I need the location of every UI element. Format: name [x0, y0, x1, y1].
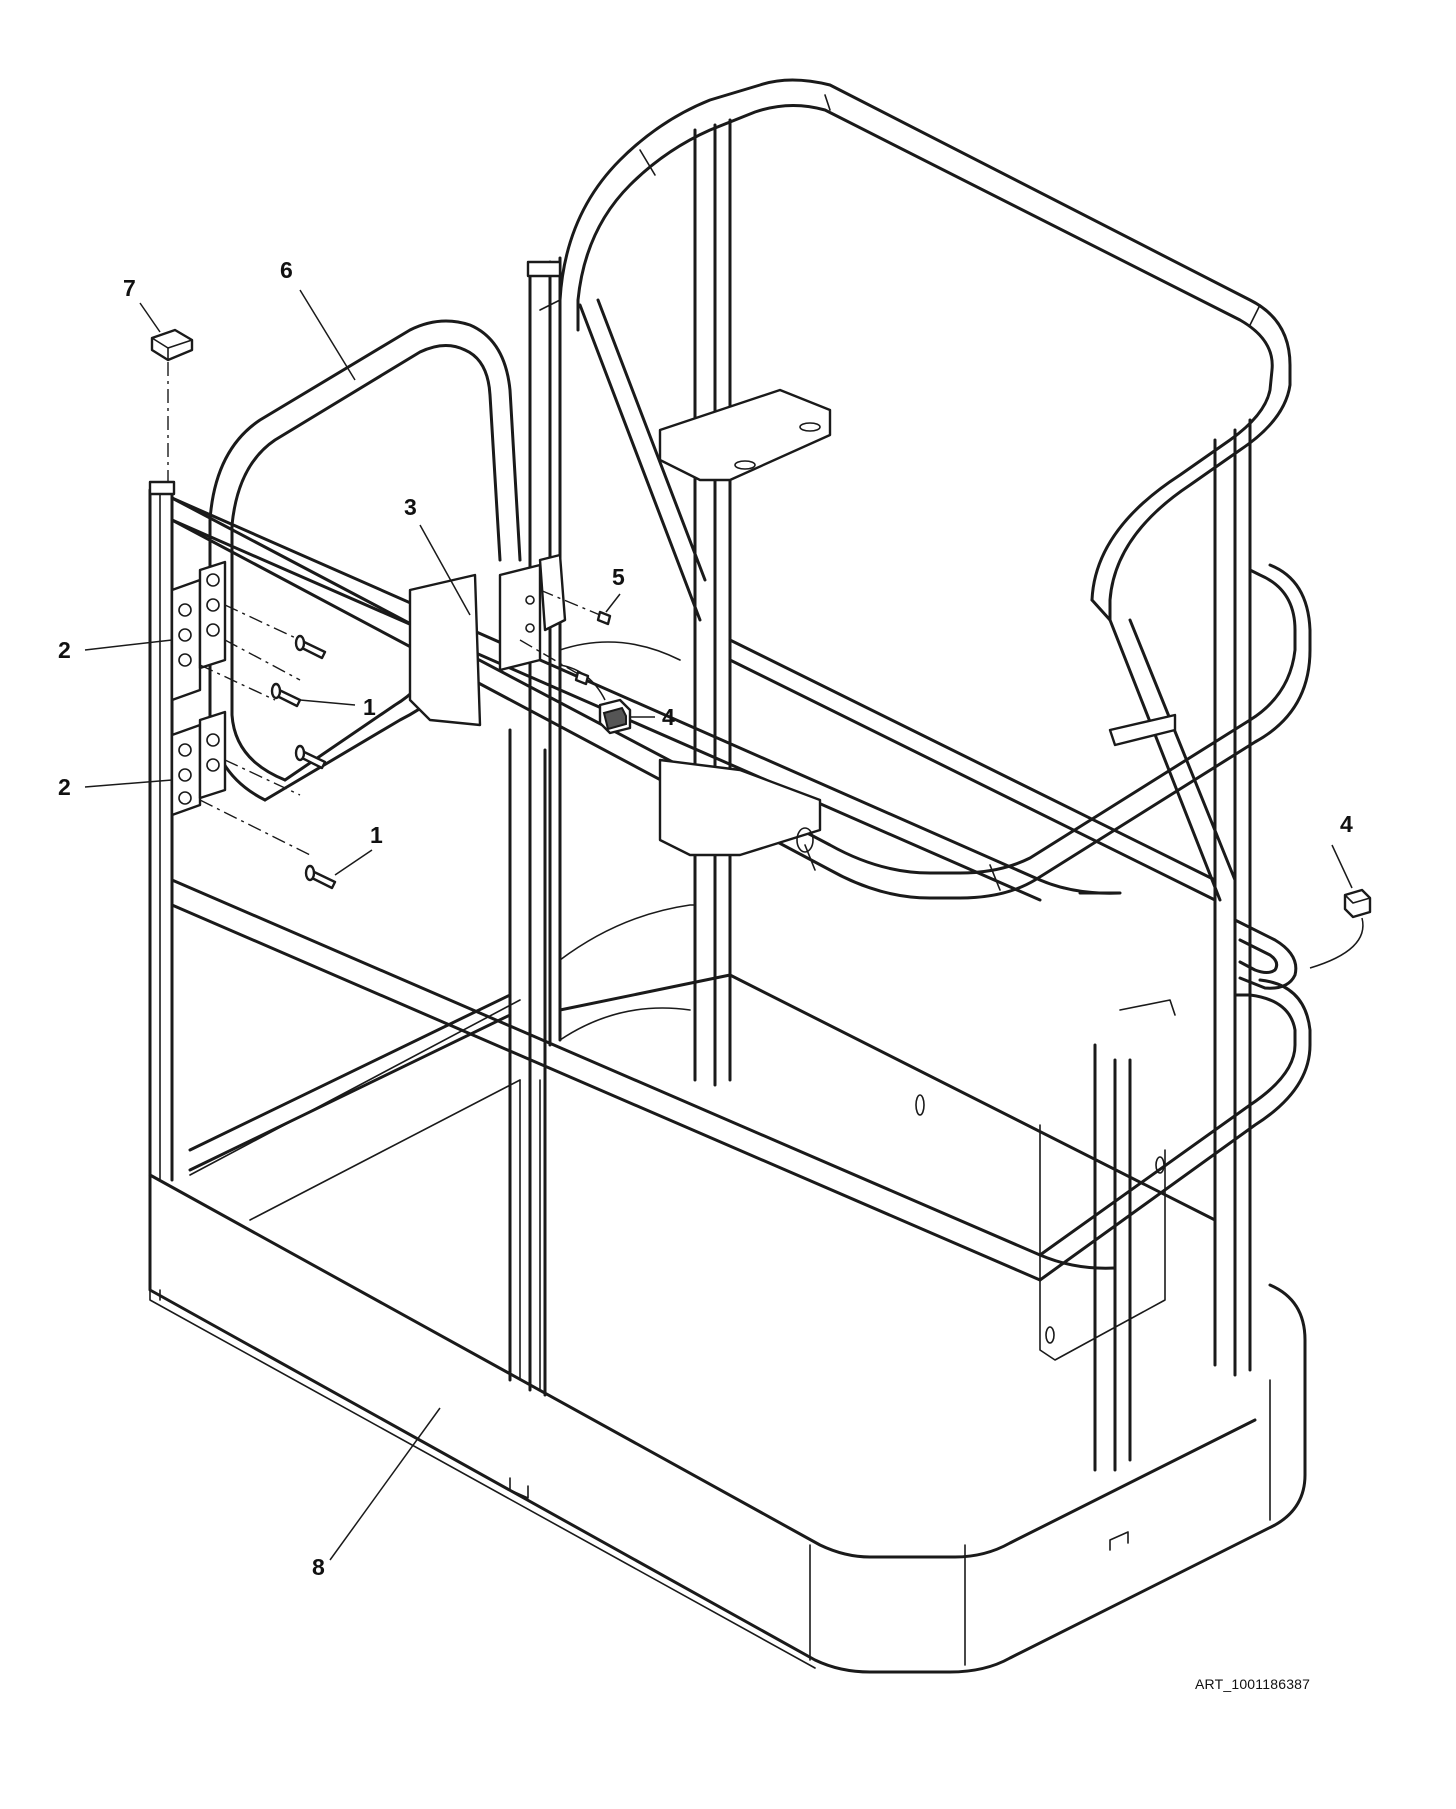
square-cap-center	[559, 664, 632, 735]
svg-text:2: 2	[58, 637, 71, 663]
svg-text:1: 1	[370, 822, 383, 848]
hinge-upper	[170, 560, 227, 702]
svg-text:7: 7	[123, 275, 136, 301]
gate	[208, 319, 522, 802]
art-number: ART_1001186387	[1195, 1676, 1311, 1692]
callout-1-upper: 1	[299, 694, 376, 720]
svg-text:4: 4	[1340, 811, 1353, 837]
callout-1-lower: 1	[334, 822, 383, 876]
bolts	[199, 604, 337, 890]
callout-6: 5	[605, 564, 625, 613]
gate-latch-bracket	[408, 553, 567, 727]
svg-text:6: 6	[280, 257, 293, 283]
screw	[519, 589, 612, 686]
svg-text:5: 5	[612, 564, 625, 590]
platform-basket	[148, 999, 1307, 1674]
callout-8: 8	[312, 1407, 441, 1580]
hinge-lower	[170, 710, 227, 817]
bolt	[304, 864, 337, 890]
square-cap-right	[1309, 888, 1372, 969]
svg-text:2: 2	[58, 774, 71, 800]
svg-text:4: 4	[662, 704, 675, 730]
bolt	[294, 744, 327, 770]
bolt	[294, 634, 327, 660]
bolt	[270, 682, 302, 708]
post-cap	[148, 328, 194, 496]
top-guard-rail	[170, 78, 1312, 900]
svg-text:3: 3	[404, 494, 417, 520]
svg-text:8: 8	[312, 1554, 325, 1580]
mid-guard-rail	[1038, 918, 1312, 1282]
callout-2-lower: 2	[58, 774, 173, 800]
callout-7: 6	[280, 257, 356, 381]
svg-text:1: 1	[363, 694, 376, 720]
entry-brace	[539, 298, 1237, 1361]
callout-4-center: 4	[630, 704, 675, 730]
callout-3: 3	[404, 494, 471, 616]
callout-5: 7	[123, 275, 161, 333]
callout-2-upper: 2	[58, 637, 173, 663]
callout-4-right: 4	[1331, 811, 1353, 889]
